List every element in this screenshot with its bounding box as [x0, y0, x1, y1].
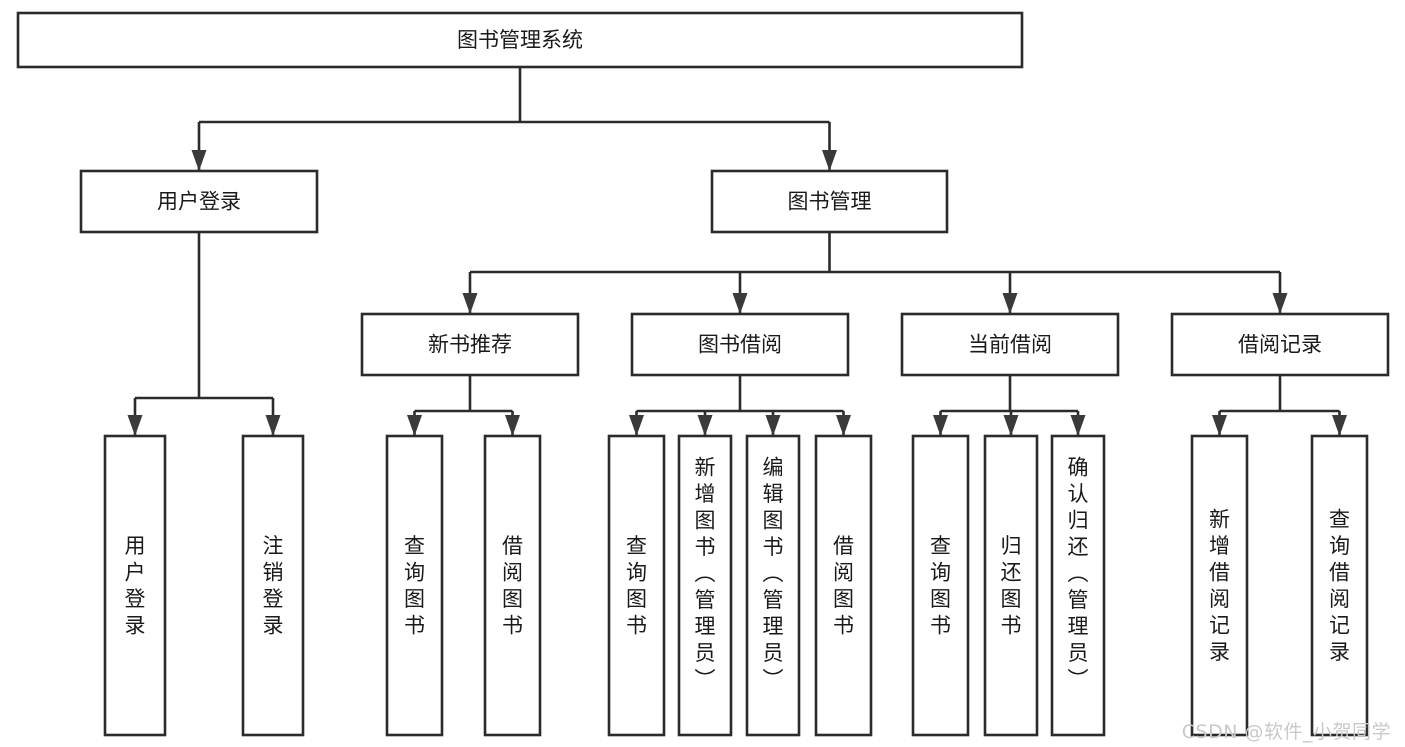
node-leaf-add-record[interactable]: 新增借阅记录 — [1190, 434, 1249, 737]
node-leaf-logout-rect — [241, 434, 305, 737]
node-leaf-add-book-label: 新增图书︵管理员︶ — [695, 456, 716, 692]
arrow-head-down — [933, 415, 948, 436]
node-leaf-query-book-3-rect — [911, 434, 970, 737]
node-leaf-query-book-1-label: 查询图书 — [404, 534, 425, 638]
node-borrow-record-label: 借阅记录 — [1238, 333, 1322, 357]
arrow-head-down — [1003, 415, 1019, 436]
csdn-watermark: CSDN @软件_小贺同学 — [1181, 721, 1391, 743]
node-borrow-record-rect — [1170, 312, 1390, 377]
node-leaf-confirm-return-label: 确认归还︵管理员︶ — [1068, 456, 1089, 692]
node-leaf-query-record[interactable]: 查询借阅记录 — [1310, 434, 1369, 737]
node-leaf-borrow-book-1-rect — [483, 434, 542, 737]
node-leaf-query-record-rect — [1310, 434, 1369, 737]
arrow-head-down — [822, 150, 837, 171]
node-leaf-query-book-3-label: 查询图书 — [930, 534, 951, 638]
node-root[interactable]: 图书管理系统 — [16, 11, 1024, 69]
node-new-book-recommend[interactable]: 新书推荐 — [360, 312, 580, 377]
node-book-management-label: 图书管理 — [788, 190, 872, 214]
arrow-head-down — [1070, 415, 1086, 436]
arrow-head-down — [127, 415, 143, 436]
node-leaf-borrow-book-2-rect — [814, 434, 873, 737]
arrow-head-down — [1332, 415, 1347, 436]
node-current-borrow-rect — [900, 312, 1120, 377]
arrow-head-down — [697, 415, 713, 436]
node-leaf-borrow-book-1-label: 借阅图书 — [502, 534, 523, 638]
node-leaf-query-record-label: 查询借阅记录 — [1329, 508, 1350, 665]
node-leaf-add-book[interactable]: 新增图书︵管理员︶ — [677, 434, 733, 737]
node-user-login-rect — [79, 169, 319, 234]
node-leaf-logout-label: 注销登录 — [263, 534, 284, 638]
arrow-head-down — [191, 150, 207, 171]
node-leaf-edit-book-rect — [745, 434, 801, 737]
connector-lines — [133, 67, 1341, 436]
arrow-head-down — [836, 415, 851, 436]
arrow-head-down — [765, 415, 781, 436]
arrow-head-down — [732, 293, 748, 314]
node-boxes: 图书管理系统用户登录图书管理新书推荐图书借阅当前借阅借阅记录用户登录注销登录查询… — [16, 11, 1390, 737]
node-leaf-confirm-return-rect — [1050, 434, 1106, 737]
node-book-borrow[interactable]: 图书借阅 — [630, 312, 850, 377]
node-book-management-rect — [710, 169, 949, 234]
node-current-borrow[interactable]: 当前借阅 — [900, 312, 1120, 377]
node-user-login-label: 用户登录 — [157, 190, 241, 214]
node-leaf-borrow-book-2-label: 借阅图书 — [833, 534, 854, 638]
node-book-management[interactable]: 图书管理 — [710, 169, 949, 234]
node-leaf-user-login[interactable]: 用户登录 — [103, 434, 167, 737]
node-leaf-return-book-label: 归还图书 — [1001, 534, 1022, 638]
arrow-head-down — [629, 415, 644, 436]
node-current-borrow-label: 当前借阅 — [968, 333, 1052, 357]
node-root-rect — [16, 11, 1024, 69]
node-borrow-record[interactable]: 借阅记录 — [1170, 312, 1390, 377]
node-leaf-return-book-rect — [983, 434, 1039, 737]
node-leaf-add-record-rect — [1190, 434, 1249, 737]
arrow-head-down — [1212, 415, 1227, 436]
node-leaf-query-book-2-rect — [607, 434, 666, 737]
node-leaf-query-book-1[interactable]: 查询图书 — [385, 434, 444, 737]
node-leaf-user-login-label: 用户登录 — [125, 534, 146, 638]
node-leaf-query-book-2-label: 查询图书 — [626, 534, 647, 638]
node-leaf-query-book-1-rect — [385, 434, 444, 737]
arrow-head-down — [505, 415, 520, 436]
node-leaf-return-book[interactable]: 归还图书 — [983, 434, 1039, 737]
arrow-head-down — [265, 415, 281, 436]
node-leaf-edit-book-label: 编辑图书︵管理员︶ — [763, 456, 784, 692]
node-book-borrow-label: 图书借阅 — [698, 333, 782, 357]
arrow-heads — [127, 150, 1347, 436]
arrow-head-down — [1002, 293, 1018, 314]
node-leaf-add-record-label: 新增借阅记录 — [1209, 508, 1230, 665]
node-leaf-edit-book[interactable]: 编辑图书︵管理员︶ — [745, 434, 801, 737]
node-leaf-borrow-book-1[interactable]: 借阅图书 — [483, 434, 542, 737]
arrow-head-down — [462, 293, 478, 314]
node-new-book-recommend-label: 新书推荐 — [428, 333, 512, 357]
arrow-head-down — [407, 415, 422, 436]
node-book-borrow-rect — [630, 312, 850, 377]
node-leaf-user-login-rect — [103, 434, 167, 737]
node-leaf-query-book-2[interactable]: 查询图书 — [607, 434, 666, 737]
node-root-label: 图书管理系统 — [457, 28, 583, 52]
node-user-login[interactable]: 用户登录 — [79, 169, 319, 234]
node-leaf-confirm-return[interactable]: 确认归还︵管理员︶ — [1050, 434, 1106, 737]
arrow-head-down — [1272, 293, 1288, 314]
node-leaf-query-book-3[interactable]: 查询图书 — [911, 434, 970, 737]
node-leaf-add-book-rect — [677, 434, 733, 737]
node-leaf-borrow-book-2[interactable]: 借阅图书 — [814, 434, 873, 737]
node-new-book-recommend-rect — [360, 312, 580, 377]
node-leaf-logout[interactable]: 注销登录 — [241, 434, 305, 737]
